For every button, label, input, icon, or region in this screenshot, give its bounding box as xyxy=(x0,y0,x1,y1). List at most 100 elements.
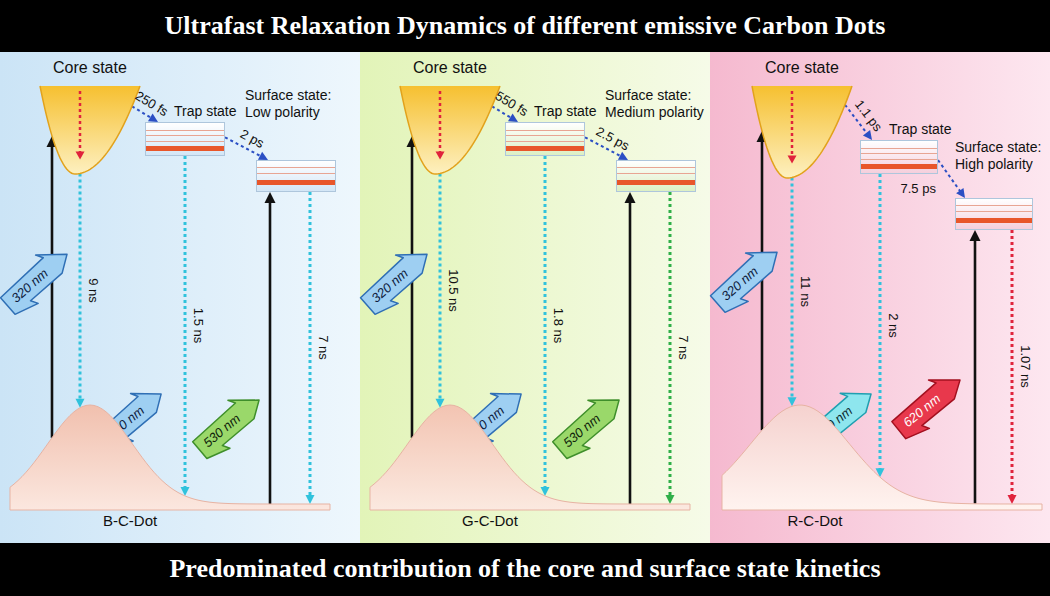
state-label: Core state xyxy=(765,59,839,77)
connector-line xyxy=(79,173,82,400)
dot-name: R-C-Dot xyxy=(788,512,843,529)
well-fill xyxy=(752,86,852,178)
connector-line xyxy=(184,156,187,489)
time-constant: 1.8 ns xyxy=(551,308,566,343)
core-state-well: Core state xyxy=(400,86,500,174)
bolt-shape xyxy=(886,365,971,444)
connector-line xyxy=(51,145,54,438)
hill-outline xyxy=(370,405,690,510)
emission-arrow xyxy=(306,192,315,504)
connector-line xyxy=(309,192,312,497)
emission-arrow xyxy=(1008,230,1017,504)
state-label: Trap state xyxy=(174,103,237,119)
energy-level-line xyxy=(861,148,937,149)
green-panel xyxy=(360,52,710,543)
arrow-head xyxy=(625,192,636,203)
state-label: Core state xyxy=(413,59,487,77)
connector-line xyxy=(544,156,547,489)
emission-arrow xyxy=(181,156,190,496)
well-curve xyxy=(40,86,140,174)
time-constant: 9 ns xyxy=(85,278,100,303)
core-relaxation-arrow xyxy=(439,91,442,153)
arrow-head xyxy=(618,152,628,160)
state-label: Surface state: Medium polarity xyxy=(605,87,709,121)
time-constant: 2 ns xyxy=(885,313,900,338)
light-bolt: 530 nm xyxy=(196,398,260,452)
arrow-head xyxy=(306,495,315,504)
energy-level-line xyxy=(146,130,224,131)
energy-level-line xyxy=(257,173,335,174)
time-constant: 1.5 ns xyxy=(191,308,206,343)
excitation-arrow xyxy=(407,136,418,438)
arrow-head xyxy=(436,151,445,159)
connector-line xyxy=(761,140,764,430)
connector-line xyxy=(1011,230,1014,497)
bolt-shape xyxy=(187,385,271,464)
connector-line xyxy=(791,177,794,399)
arrow-head xyxy=(265,192,276,203)
connector-line xyxy=(439,173,442,400)
connector-line xyxy=(269,201,272,504)
energy-level-line xyxy=(956,211,1032,212)
core-state-well: Core state xyxy=(40,86,140,174)
bolt-shape xyxy=(705,237,789,317)
connector-line xyxy=(879,174,882,470)
connector-line xyxy=(411,145,414,438)
surface-state-box: Surface state: Medium polarity xyxy=(616,160,696,192)
caption-band xyxy=(0,543,1050,596)
arrow-head xyxy=(666,495,675,504)
emission-arrow xyxy=(541,156,550,496)
state-label: Trap state xyxy=(534,103,597,119)
state-label: Trap state xyxy=(889,121,952,137)
ground-state-hill: R-C-Dot xyxy=(722,405,1042,510)
emission-arrow xyxy=(788,177,797,406)
core-relaxation-arrow xyxy=(79,91,82,153)
connector-line xyxy=(974,239,977,504)
light-bolt: 320 nm xyxy=(4,252,68,308)
arrow-head xyxy=(970,230,981,241)
time-constant: 7 ns xyxy=(315,336,330,361)
well-curve xyxy=(400,86,500,174)
time-constant: 7.5 ps xyxy=(901,181,936,196)
title-band xyxy=(0,0,1050,52)
connector-line xyxy=(669,192,672,497)
excitation-arrow xyxy=(625,192,636,504)
core-relaxation-arrow xyxy=(791,91,794,157)
well-fill xyxy=(400,86,500,174)
bolt-shape xyxy=(0,239,79,319)
time-constant: 1.07 ns xyxy=(1017,346,1032,389)
state-label: Core state xyxy=(53,59,127,77)
energy-level-bar xyxy=(257,180,335,185)
figure-title: Ultrafast Relaxation Dynamics of differe… xyxy=(0,9,1050,43)
well-fill xyxy=(40,86,140,174)
figure-caption: Predominated contribution of the core an… xyxy=(0,552,1050,586)
energy-level-line xyxy=(617,167,695,168)
trap-state-box: Trap state xyxy=(860,140,938,174)
energy-level-line xyxy=(506,141,584,142)
arrow-head xyxy=(788,397,797,406)
excitation-arrow xyxy=(265,192,276,504)
time-constant: 10.5 ns xyxy=(445,269,460,312)
arrow-head xyxy=(1008,495,1017,504)
bolt-shape xyxy=(547,385,631,464)
emission-arrow xyxy=(436,173,445,407)
surface-state-box: Surface state: High polarity xyxy=(955,198,1033,230)
energy-level-bar xyxy=(617,180,695,185)
arrow-head xyxy=(76,151,85,159)
well-outline xyxy=(400,86,500,174)
hill-fill xyxy=(370,405,690,510)
energy-level-line xyxy=(861,159,937,160)
energy-level-bar xyxy=(956,218,1032,223)
trap-state-box: Trap state xyxy=(505,122,585,156)
core-state-well: Core state xyxy=(752,86,852,178)
well-outline xyxy=(40,86,140,174)
energy-level-line xyxy=(956,205,1032,206)
arrow-head xyxy=(258,152,268,160)
hill-outline xyxy=(10,405,330,510)
state-label: Surface state: High polarity xyxy=(955,139,1045,173)
arrow-head xyxy=(956,188,965,198)
arrow-head xyxy=(788,155,797,163)
pink-panel xyxy=(710,52,1050,543)
energy-level-bar xyxy=(146,146,224,151)
energy-level-line xyxy=(506,130,584,131)
